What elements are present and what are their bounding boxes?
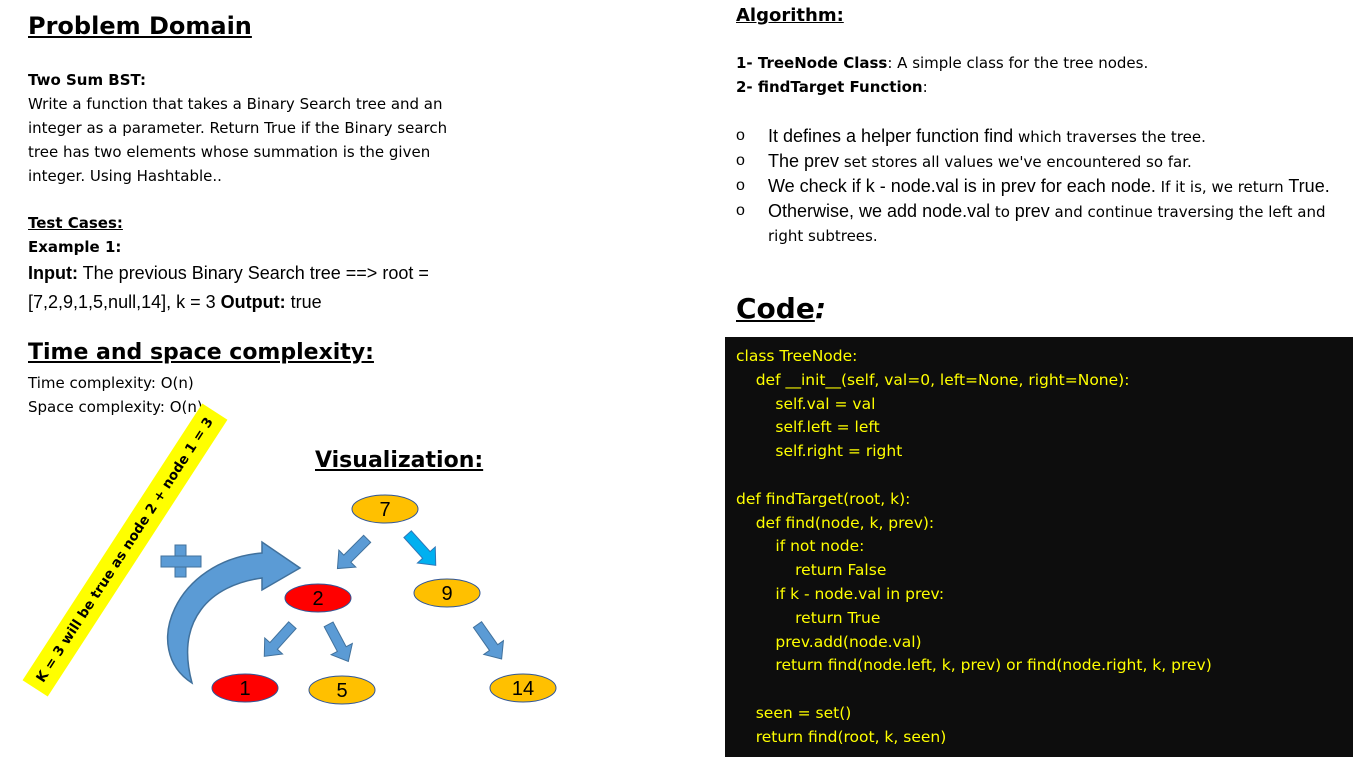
bullet-rest: If it is, we return	[1155, 178, 1289, 196]
time-complexity: Time complexity: O(n)	[28, 374, 194, 392]
tree-node-7: 7	[351, 494, 419, 524]
algorithm-step-1: 1- TreeNode Class: A simple class for th…	[736, 51, 1148, 75]
example-label: Example 1:	[28, 238, 122, 256]
algorithm-heading: Algorithm:	[736, 5, 844, 26]
code-text: class TreeNode: def __init__(self, val=0…	[736, 347, 1212, 746]
visualization-heading: Visualization:	[315, 448, 484, 473]
bullet-rest: to	[990, 203, 1015, 221]
bullet-lead: Otherwise, we add node.val	[768, 201, 991, 221]
edge-arrow-9-14	[472, 621, 505, 660]
node-label: 2	[312, 588, 323, 610]
tree-node-1: 1	[211, 673, 279, 703]
edge-arrow-7-2	[336, 534, 372, 570]
bullet-rest2: and continue traversing the left and rig…	[768, 203, 1326, 245]
node-label: 7	[379, 499, 390, 521]
bullet-item: Otherwise, we add node.val to prev and c…	[736, 199, 1336, 248]
problem-line: integer as a parameter. Return True if t…	[28, 119, 448, 137]
complexity-heading: Time and space complexity:	[28, 340, 374, 365]
step2-label: 2- findTarget Function	[736, 78, 923, 96]
code-heading-suffix: :	[814, 292, 827, 325]
bullet-lead: The prev	[768, 151, 840, 171]
problem-domain-heading: Problem Domain	[28, 12, 252, 40]
bullet-lead-fn: find	[984, 126, 1014, 146]
code-heading: Code:	[736, 292, 826, 325]
tree-node-14: 14	[489, 673, 557, 703]
test-cases-label: Test Cases:	[28, 214, 123, 232]
node-label: 9	[441, 583, 452, 605]
plus-icon	[160, 544, 202, 578]
step2-text: :	[922, 78, 928, 96]
tree-node-9: 9	[413, 578, 481, 608]
bullet-lead: We check if k - node.val is in prev for …	[768, 176, 1156, 196]
input-text: The previous Binary Search tree ==> root…	[77, 263, 429, 283]
bullet-mid: prev	[1014, 201, 1050, 221]
step1-label: 1- TreeNode Class	[736, 54, 888, 72]
bullet-tail: True.	[1288, 176, 1330, 196]
bullet-rest: which traverses the tree.	[1013, 128, 1206, 146]
node-label: 1	[239, 678, 250, 700]
space-complexity: Space complexity: O(n)	[28, 398, 203, 416]
output-label: Output:	[220, 292, 286, 312]
bullet-item: The prev set stores all values we've enc…	[736, 149, 1336, 174]
problem-title: Two Sum BST:	[28, 71, 146, 89]
input-line2: [7,2,9,1,5,null,14], k = 3	[28, 292, 221, 312]
algorithm-bullets: It defines a helper function find which …	[736, 124, 1336, 248]
code-heading-text: Code	[736, 292, 815, 325]
problem-line: Write a function that takes a Binary Sea…	[28, 95, 443, 113]
bullet-item: It defines a helper function find which …	[736, 124, 1336, 149]
example-input: Input: The previous Binary Search tree =…	[28, 259, 498, 317]
problem-line: tree has two elements whose summation is…	[28, 143, 431, 161]
output-text: true	[285, 292, 322, 312]
bullet-lead: It defines a helper function	[768, 126, 985, 146]
bullet-rest: set stores all values we've encountered …	[839, 153, 1192, 171]
tree-node-2: 2	[284, 583, 352, 613]
tree-diagram: 7 2 9 1 5 14	[160, 494, 557, 705]
node-label: 5	[336, 680, 347, 702]
tree-node-5: 5	[308, 675, 376, 705]
curved-arrow	[166, 540, 302, 685]
bullet-item: We check if k - node.val is in prev for …	[736, 174, 1336, 199]
input-label: Input:	[28, 263, 78, 283]
edge-arrow-2-5	[323, 621, 354, 663]
edge-arrow-7-9	[403, 530, 437, 566]
edge-arrow-2-1	[263, 621, 297, 657]
code-block: class TreeNode: def __init__(self, val=0…	[725, 337, 1353, 757]
algorithm-step-2: 2- findTarget Function:	[736, 75, 928, 99]
node-label: 14	[512, 678, 534, 700]
step1-text: : A simple class for the tree nodes.	[887, 54, 1149, 72]
problem-line: integer. Using Hashtable..	[28, 167, 222, 185]
problem-description: Write a function that takes a Binary Sea…	[28, 92, 498, 188]
